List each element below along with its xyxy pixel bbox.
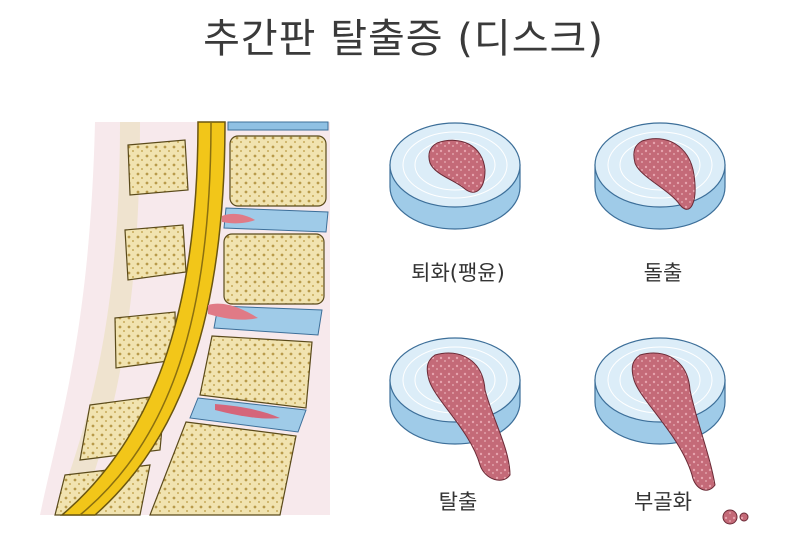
- page-title: 추간판 탈출증 (디스크): [203, 16, 604, 62]
- stage-label-extrusion: 탈출: [438, 490, 478, 514]
- disc-extrusion: [389, 337, 521, 481]
- stage-label-protrusion: 돌출: [643, 261, 683, 285]
- disc-protrusion: [594, 122, 726, 230]
- vertebral-bodies: [149, 121, 329, 516]
- disc-degeneration: [389, 122, 521, 230]
- stage-label-degeneration: 퇴화(팽윤): [411, 261, 505, 285]
- spine-illustration: [40, 121, 330, 516]
- disc-sequestration: [594, 337, 749, 525]
- stage-label-sequestration: 부골화: [634, 490, 692, 514]
